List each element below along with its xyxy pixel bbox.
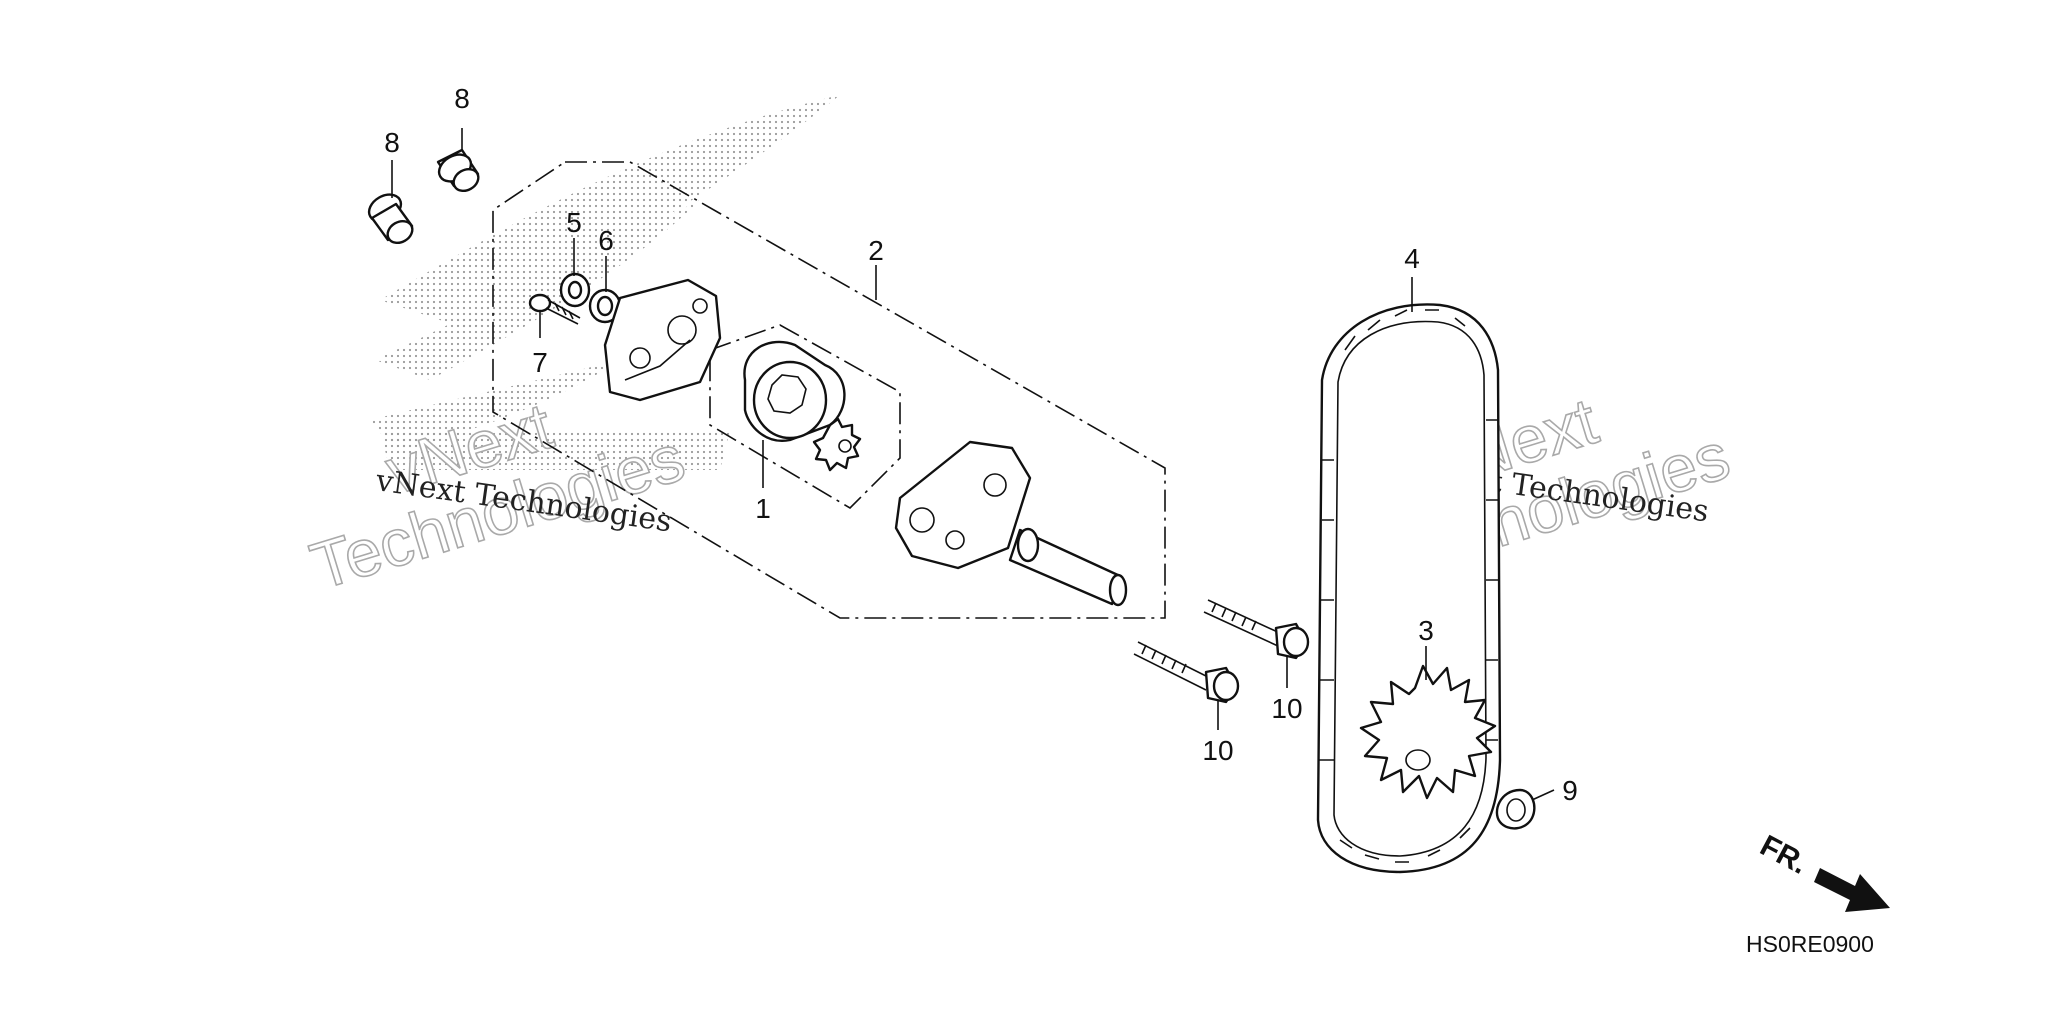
front-arrow-icon xyxy=(1814,868,1890,912)
circlip xyxy=(1495,788,1536,830)
dowel-pin-lower xyxy=(367,193,414,245)
oil-pump-assembly-outline xyxy=(492,161,1166,619)
diagram-code: HS0RE0900 xyxy=(1746,931,1874,957)
leader-lines xyxy=(391,128,1555,801)
callout-10-upper: 10 xyxy=(1271,693,1302,724)
callout-8-upper: 8 xyxy=(454,83,470,114)
outer-rotor xyxy=(743,340,846,442)
front-direction-indicator: FR. xyxy=(1755,829,1890,912)
callout-9: 9 xyxy=(1562,775,1578,806)
callout-5: 5 xyxy=(566,207,582,238)
callout-7: 7 xyxy=(532,347,548,378)
callout-3: 3 xyxy=(1418,615,1434,646)
pump-cover-bolt xyxy=(528,293,581,325)
callout-10-lower: 10 xyxy=(1202,735,1233,766)
drive-sprocket xyxy=(1359,664,1497,800)
callout-8-lower: 8 xyxy=(384,127,400,158)
wing-logo-watermark xyxy=(370,95,840,470)
inner-rotor xyxy=(812,417,862,472)
front-label: FR. xyxy=(1755,829,1813,881)
oil-pump-body xyxy=(894,440,1128,607)
dowel-pin-upper xyxy=(436,148,480,193)
flange-bolt-lower xyxy=(1133,641,1240,704)
vnext-watermark-left: vNext Technologies vNext Technologies xyxy=(302,387,694,604)
rotor-set-outline xyxy=(709,324,901,510)
flange-bolt-upper xyxy=(1203,599,1310,660)
callout-1: 1 xyxy=(755,493,771,524)
callout-4: 4 xyxy=(1404,243,1420,274)
callout-labels: 8 8 5 6 7 1 2 4 3 9 10 10 xyxy=(384,83,1578,806)
pump-cover-plate xyxy=(603,278,722,402)
callout-6: 6 xyxy=(598,225,614,256)
lock-washer xyxy=(559,272,591,308)
callout-2: 2 xyxy=(868,235,884,266)
